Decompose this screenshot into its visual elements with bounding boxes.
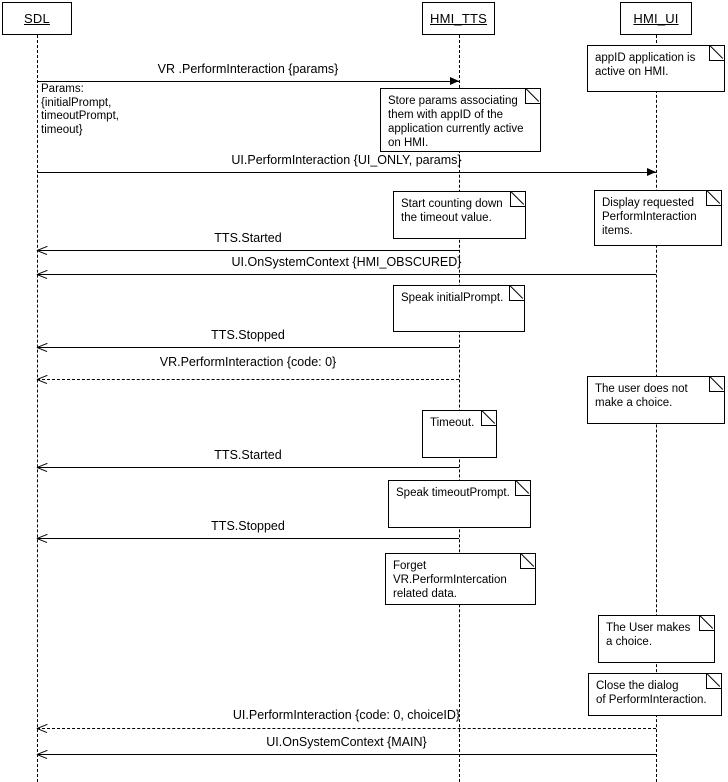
- message-line-m9: [37, 728, 656, 729]
- message-label-m2: UI.PerformInteraction {UI_ONLY, params}: [231, 153, 462, 167]
- note-n5: Speak initialPrompt.: [393, 285, 525, 332]
- note-fold-corner-icon: [515, 481, 530, 496]
- arrowhead-right-icon: [647, 168, 656, 176]
- arrowhead-left-icon: [36, 533, 48, 544]
- message-line-m4: [37, 274, 656, 275]
- arrowhead-left-icon: [36, 749, 48, 760]
- arrowhead-left-icon: [36, 723, 48, 734]
- note-n11: Close the dialog of PerformInteraction.: [588, 673, 722, 716]
- note-text: Close the dialog of PerformInteraction.: [596, 680, 707, 706]
- note-fold-corner-icon: [706, 191, 721, 206]
- message-line-m3: [37, 250, 459, 251]
- plain-note-p1: Params: {initialPrompt, timeoutPrompt, t…: [41, 83, 119, 136]
- message-label-m5: TTS.Stopped: [211, 328, 285, 342]
- note-text: Forget VR.PerformIntercation related dat…: [393, 560, 507, 600]
- message-line-m2: [37, 172, 656, 173]
- note-text: Speak timeoutPrompt.: [396, 487, 510, 499]
- note-fold-corner-icon: [709, 46, 724, 61]
- note-fold-corner-icon: [509, 286, 524, 301]
- note-n2: Store params associating them with appID…: [380, 88, 541, 152]
- participant-label: HMI_TTS: [429, 11, 487, 26]
- participant-sdl[interactable]: SDL: [2, 2, 72, 35]
- message-line-m5: [37, 347, 459, 348]
- arrowhead-right-icon: [450, 77, 459, 85]
- note-n7: Timeout.: [422, 410, 497, 458]
- note-text: Display requested PerformInteraction ite…: [602, 197, 697, 237]
- note-fold-corner-icon: [520, 554, 535, 569]
- note-text: Timeout.: [430, 417, 475, 429]
- note-fold-corner-icon: [525, 89, 540, 104]
- note-n6: The user does not make a choice.: [587, 376, 725, 424]
- message-line-m1: [37, 81, 459, 82]
- arrowhead-left-icon: [36, 342, 48, 353]
- participant-hmi_ui[interactable]: HMI_UI: [620, 2, 692, 35]
- message-label-m10: UI.OnSystemContext {MAIN}: [266, 735, 427, 749]
- note-text: The User makes a choice.: [606, 622, 691, 648]
- lifeline-sdl: [37, 35, 38, 782]
- message-label-m9: UI.PerformInteraction {code: 0, choiceID…: [232, 708, 461, 722]
- note-n1: appID application is active on HMI.: [587, 45, 725, 92]
- message-label-m7: TTS.Started: [214, 448, 282, 462]
- note-n8: Speak timeoutPrompt.: [388, 480, 531, 528]
- note-text: Start counting down the timeout value.: [401, 198, 503, 224]
- note-text: The user does not make a choice.: [595, 383, 688, 409]
- arrowhead-left-icon: [36, 374, 48, 385]
- participant-label: HMI_UI: [633, 11, 679, 26]
- message-label-m8: TTS.Stopped: [211, 519, 285, 533]
- lifeline-hmi_tts: [459, 35, 460, 782]
- note-fold-corner-icon: [699, 616, 714, 631]
- note-fold-corner-icon: [706, 674, 721, 689]
- participant-label: SDL: [24, 11, 50, 26]
- message-label-m6: VR.PerformInteraction {code: 0}: [159, 355, 337, 369]
- note-n3: Start counting down the timeout value.: [393, 191, 526, 239]
- participant-hmi_tts[interactable]: HMI_TTS: [422, 2, 495, 35]
- note-fold-corner-icon: [481, 411, 496, 426]
- arrowhead-left-icon: [36, 269, 48, 280]
- message-line-m10: [37, 754, 656, 755]
- note-n10: The User makes a choice.: [598, 615, 715, 663]
- note-text: Store params associating them with appID…: [388, 95, 524, 149]
- note-fold-corner-icon: [709, 377, 724, 392]
- note-n9: Forget VR.PerformIntercation related dat…: [385, 553, 536, 605]
- message-line-m8: [37, 538, 459, 539]
- message-line-m6: [37, 379, 459, 380]
- message-line-m7: [37, 467, 459, 468]
- note-text: Speak initialPrompt.: [401, 292, 504, 304]
- note-text: appID application is active on HMI.: [595, 52, 696, 78]
- message-label-m1: VR .PerformInteraction {params}: [157, 62, 339, 76]
- arrowhead-left-icon: [36, 462, 48, 473]
- message-label-m4: UI.OnSystemContext {HMI_OBSCURED}: [231, 255, 462, 269]
- message-label-m3: TTS.Started: [214, 231, 282, 245]
- note-n4: Display requested PerformInteraction ite…: [594, 190, 722, 246]
- note-fold-corner-icon: [510, 192, 525, 207]
